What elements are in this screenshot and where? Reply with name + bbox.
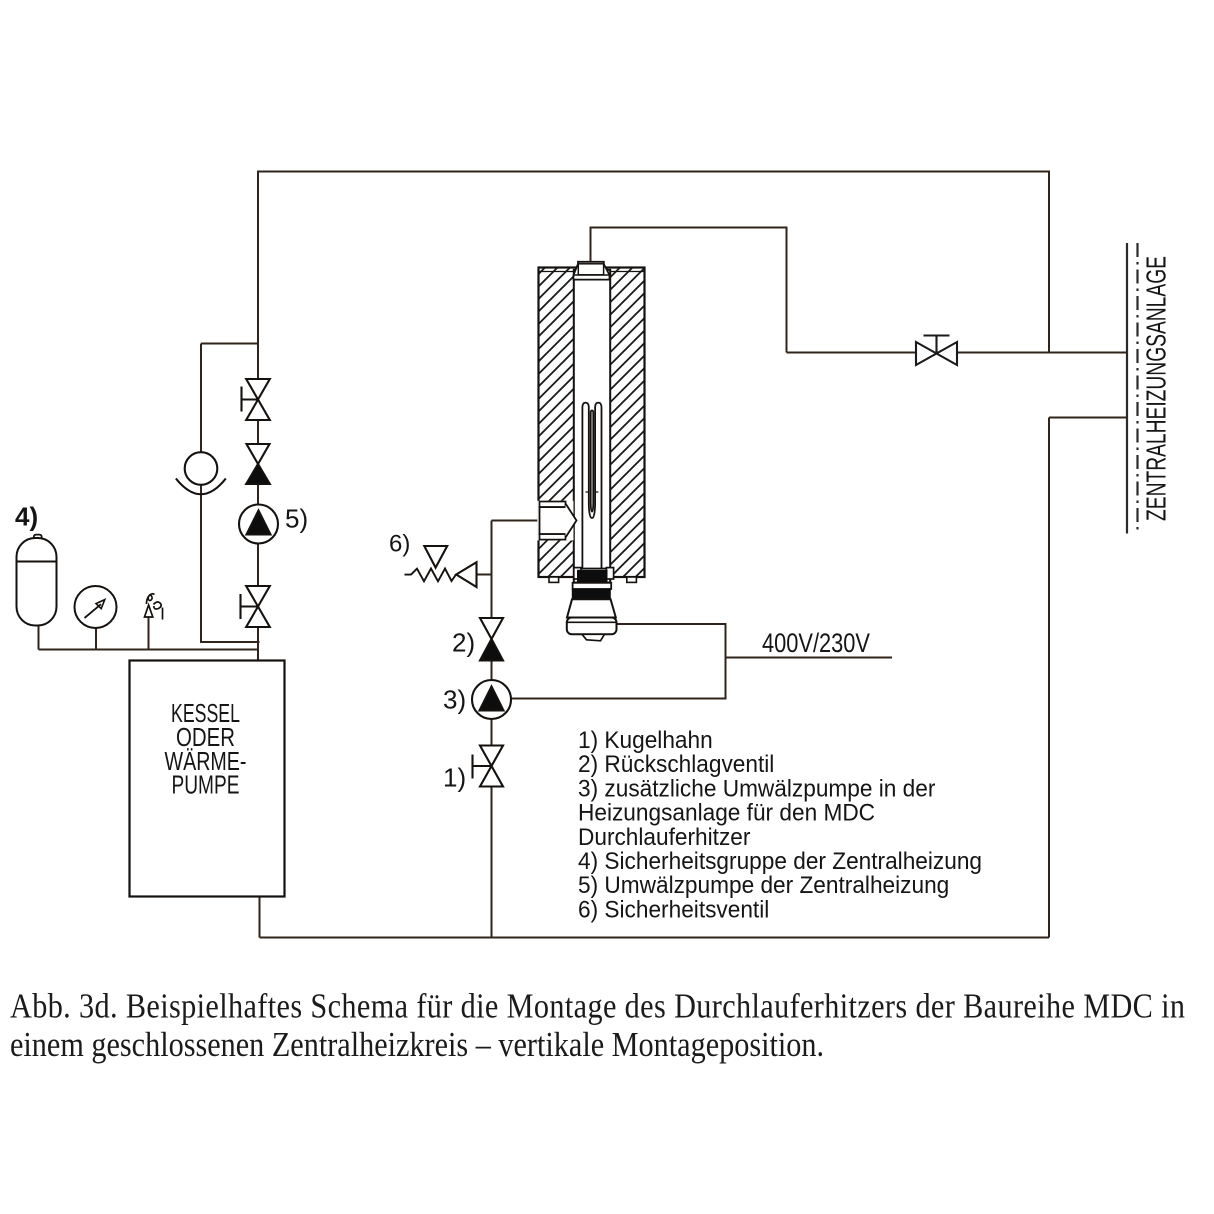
svg-text:4): 4) <box>15 502 38 532</box>
svg-text:WÄRME-: WÄRME- <box>165 746 247 776</box>
svg-text:4) Sicherheitsgruppe der Zentr: 4) Sicherheitsgruppe der Zentralheizung <box>578 847 982 874</box>
svg-text:1) Kugelhahn: 1) Kugelhahn <box>578 726 713 753</box>
svg-text:2): 2) <box>452 628 475 658</box>
svg-text:Durchlauferhitzer: Durchlauferhitzer <box>578 823 751 850</box>
svg-text:400V/230V: 400V/230V <box>762 628 870 658</box>
svg-text:5): 5) <box>285 504 308 534</box>
svg-text:5) Umwälzpumpe der Zentralheiz: 5) Umwälzpumpe der Zentralheizung <box>578 871 949 898</box>
svg-text:ZENTRALHEIZUNGSANLAGE: ZENTRALHEIZUNGSANLAGE <box>1141 256 1172 521</box>
svg-text:1): 1) <box>443 763 466 793</box>
svg-text:6) Sicherheitsventil: 6) Sicherheitsventil <box>578 896 769 923</box>
svg-text:einem geschlossenen Zentralhei: einem geschlossenen Zentralheizkreis – v… <box>10 1026 824 1065</box>
svg-text:6): 6) <box>389 531 410 558</box>
svg-text:3): 3) <box>443 685 466 715</box>
svg-text:3) zusätzliche Umwälzpumpe in: 3) zusätzliche Umwälzpumpe in der <box>578 775 936 802</box>
svg-text:PUMPE: PUMPE <box>172 770 240 800</box>
svg-text:KESSEL: KESSEL <box>171 698 240 728</box>
svg-text:ODER: ODER <box>176 722 235 752</box>
svg-text:Heizungsanlage für den MDC: Heizungsanlage für den MDC <box>578 799 875 826</box>
svg-text:Abb. 3d. Beispielhaftes Schema: Abb. 3d. Beispielhaftes Schema für die M… <box>10 988 1185 1027</box>
svg-text:2) Rückschlagventil: 2) Rückschlagventil <box>578 750 774 777</box>
